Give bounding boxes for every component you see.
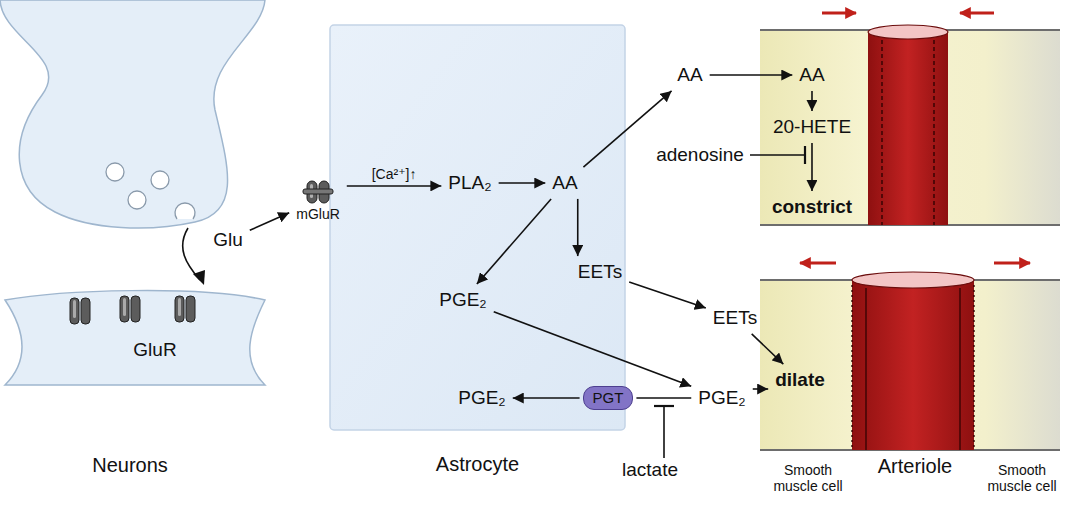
node-text: PGE₂ [439,289,487,311]
molecule-label: EETs [574,259,626,285]
molecule-label: EETs [709,305,761,331]
vesicles [106,163,195,219]
signal-arrow [347,185,442,187]
signal-arrow [752,334,784,364]
node-text: AA [552,172,577,194]
node-text: PGE₂ [698,387,746,409]
smooth-muscle-band [760,280,1060,450]
postsynaptic-neuron [5,291,265,385]
node-text: constrict [772,196,852,218]
modulator-label: adenosine [656,144,744,166]
smooth-muscle-band [760,30,1060,225]
signal-arrow [494,312,692,387]
receptor-label: mGluR [292,176,344,224]
arteriole-constricted [868,32,948,225]
signal-arrow [629,282,706,308]
vessel-edge [933,40,934,225]
constrict-arrow [960,12,994,15]
molecule-label: AA [673,62,706,88]
effect-label: constrict [768,194,856,220]
dilate-arrow [994,262,1030,265]
cell-heading: Astrocyte [330,453,625,476]
node-text: dilate [775,369,825,391]
signal-arrow [811,91,813,111]
release-arrowhead [193,270,205,285]
enzyme-label: PLA₂ [444,170,495,196]
node-text: AA [677,64,702,86]
vessel-edge [865,288,866,450]
molecule-label: PGE₂ [454,385,510,411]
vessel-edge [851,285,852,450]
cell-label: Smooth muscle cell [975,462,1070,494]
release-arrow [183,228,200,280]
node-text: 20-HETE [773,116,851,138]
glur-receptors [70,296,195,324]
effect-label: dilate [771,367,829,393]
signal-arrow [499,182,546,184]
vessel-label: Arteriole [878,455,952,478]
molecule-label: AA [795,62,828,88]
inhibition-line [663,406,665,458]
presynaptic-neuron [0,0,265,228]
signal-arrow [513,397,580,399]
vessel-edge [973,285,974,450]
molecule-label: AA [548,170,581,196]
signal-arrow [636,397,691,399]
arteriole-lumen [852,272,974,288]
cell-label: Smooth muscle cell [761,462,856,494]
edge-label: [Ca²⁺]↑ [372,166,417,182]
vessel-edge [881,40,882,225]
inhibition-line [750,154,805,156]
inhibition-bar [804,146,806,164]
constrict-arrow [822,12,856,15]
receptor-icon [301,178,335,206]
signal-arrow [811,143,813,191]
node-text: AA [799,64,824,86]
modulator-label: lactate [622,459,678,481]
signal-arrow [477,199,551,284]
dilate-arrow [800,262,836,265]
arteriole-lumen [868,25,948,39]
node-text: EETs [713,307,757,329]
arteriole-dilated [852,280,974,450]
molecule-label: 20-HETE [769,114,855,140]
glutamate-label: Glu [209,227,247,253]
vessel-edge [959,288,960,450]
signal-arrow [753,388,768,390]
signal-arrow [710,74,793,76]
inhibition-bar [654,405,674,407]
signal-arrow [577,199,579,256]
signal-arrow [250,213,289,231]
transporter-pill: PGT [583,386,634,409]
group-label: Neurons [92,454,168,477]
molecule-label: PGE₂ [694,385,750,411]
node-text: PGE₂ [458,387,506,409]
node-text: EETs [578,261,622,283]
node-text: Glu [213,229,243,251]
receptor-label: GluR [133,339,176,361]
node-text: mGluR [296,206,340,222]
node-text: PLA₂ [448,172,491,194]
molecule-label: PGE₂ [435,287,491,313]
astrocyte-body [330,25,625,430]
node-text: PGT [593,389,624,406]
astrocyte-cell: AstrocytemGluRPLA₂AAEETsPGE₂PGE₂PGT [330,25,625,430]
